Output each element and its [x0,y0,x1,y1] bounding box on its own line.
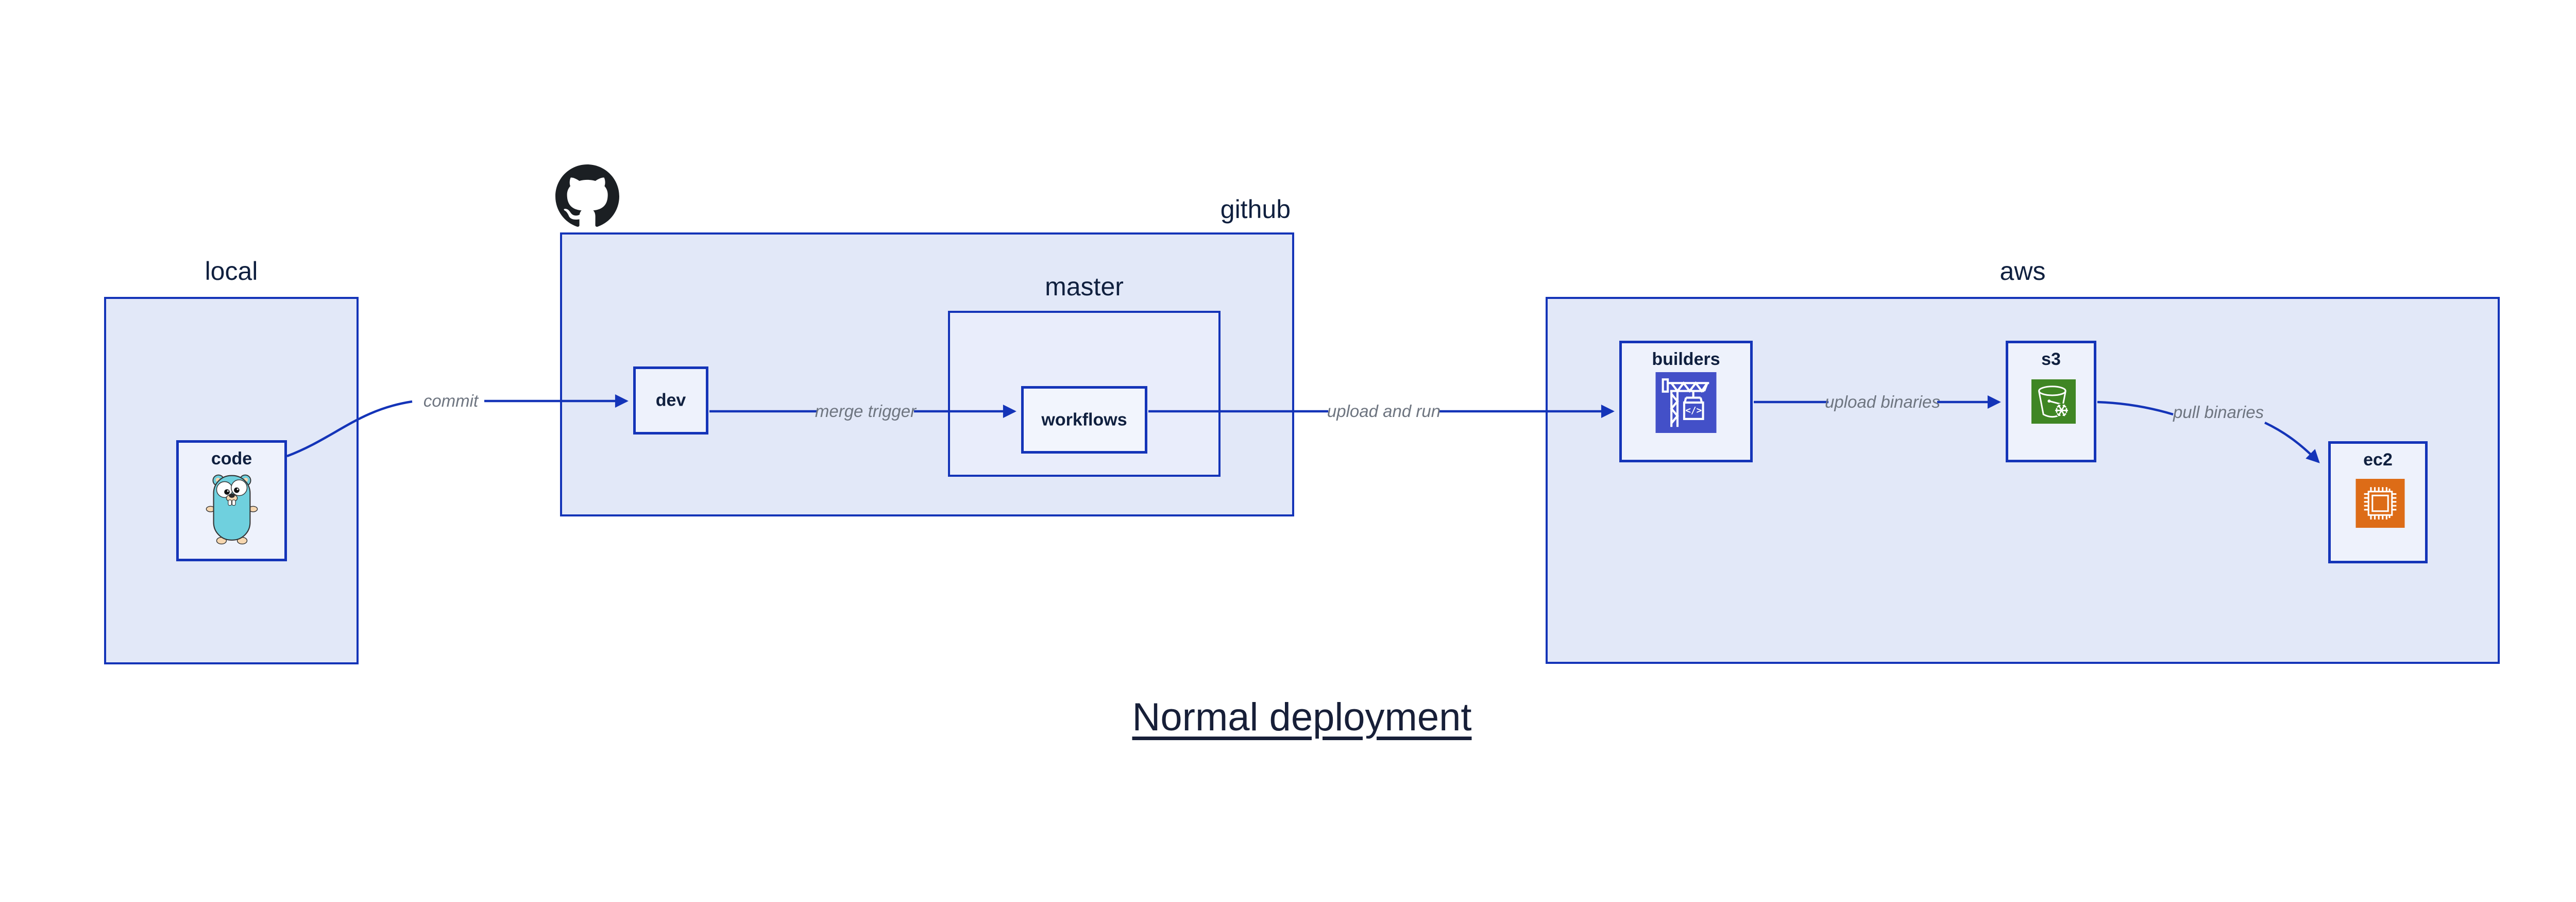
edge-label-upload-and-run: upload and run [1327,402,1441,421]
group-local-label: local [205,257,258,286]
node-code-label: code [211,449,252,469]
edge-label-merge-trigger: merge trigger [815,402,917,421]
go-gopher-icon [206,474,258,545]
group-github-label: github [1220,195,1291,224]
github-octocat-icon [555,164,619,227]
builders-code-glyph: </> [1685,406,1702,416]
node-workflows: workflows [1021,386,1147,454]
group-master-label: master [1045,272,1124,301]
node-workflows-label: workflows [1041,410,1127,429]
diagram-title: Normal deployment [1132,695,1472,739]
edge-label-upload-binaries: upload binaries [1825,392,1940,411]
node-ec2-label: ec2 [2363,450,2393,470]
group-aws-label: aws [1999,257,2046,286]
ec2-chip-icon [2355,479,2405,528]
node-builders-label: builders [1652,349,1720,369]
node-dev: dev [633,366,708,435]
node-builders: builders </> [1619,341,1753,462]
node-code: code [176,440,287,561]
codebuild-crane-icon: </> [1655,372,1717,433]
node-dev-label: dev [655,390,686,410]
node-s3-label: s3 [2041,349,2061,369]
s3-bucket-icon [2031,379,2076,424]
node-s3: s3 [2006,341,2096,462]
edge-label-pull-binaries: pull binaries [2173,403,2264,422]
node-ec2: ec2 [2328,441,2428,563]
edge-label-commit: commit [423,391,479,410]
